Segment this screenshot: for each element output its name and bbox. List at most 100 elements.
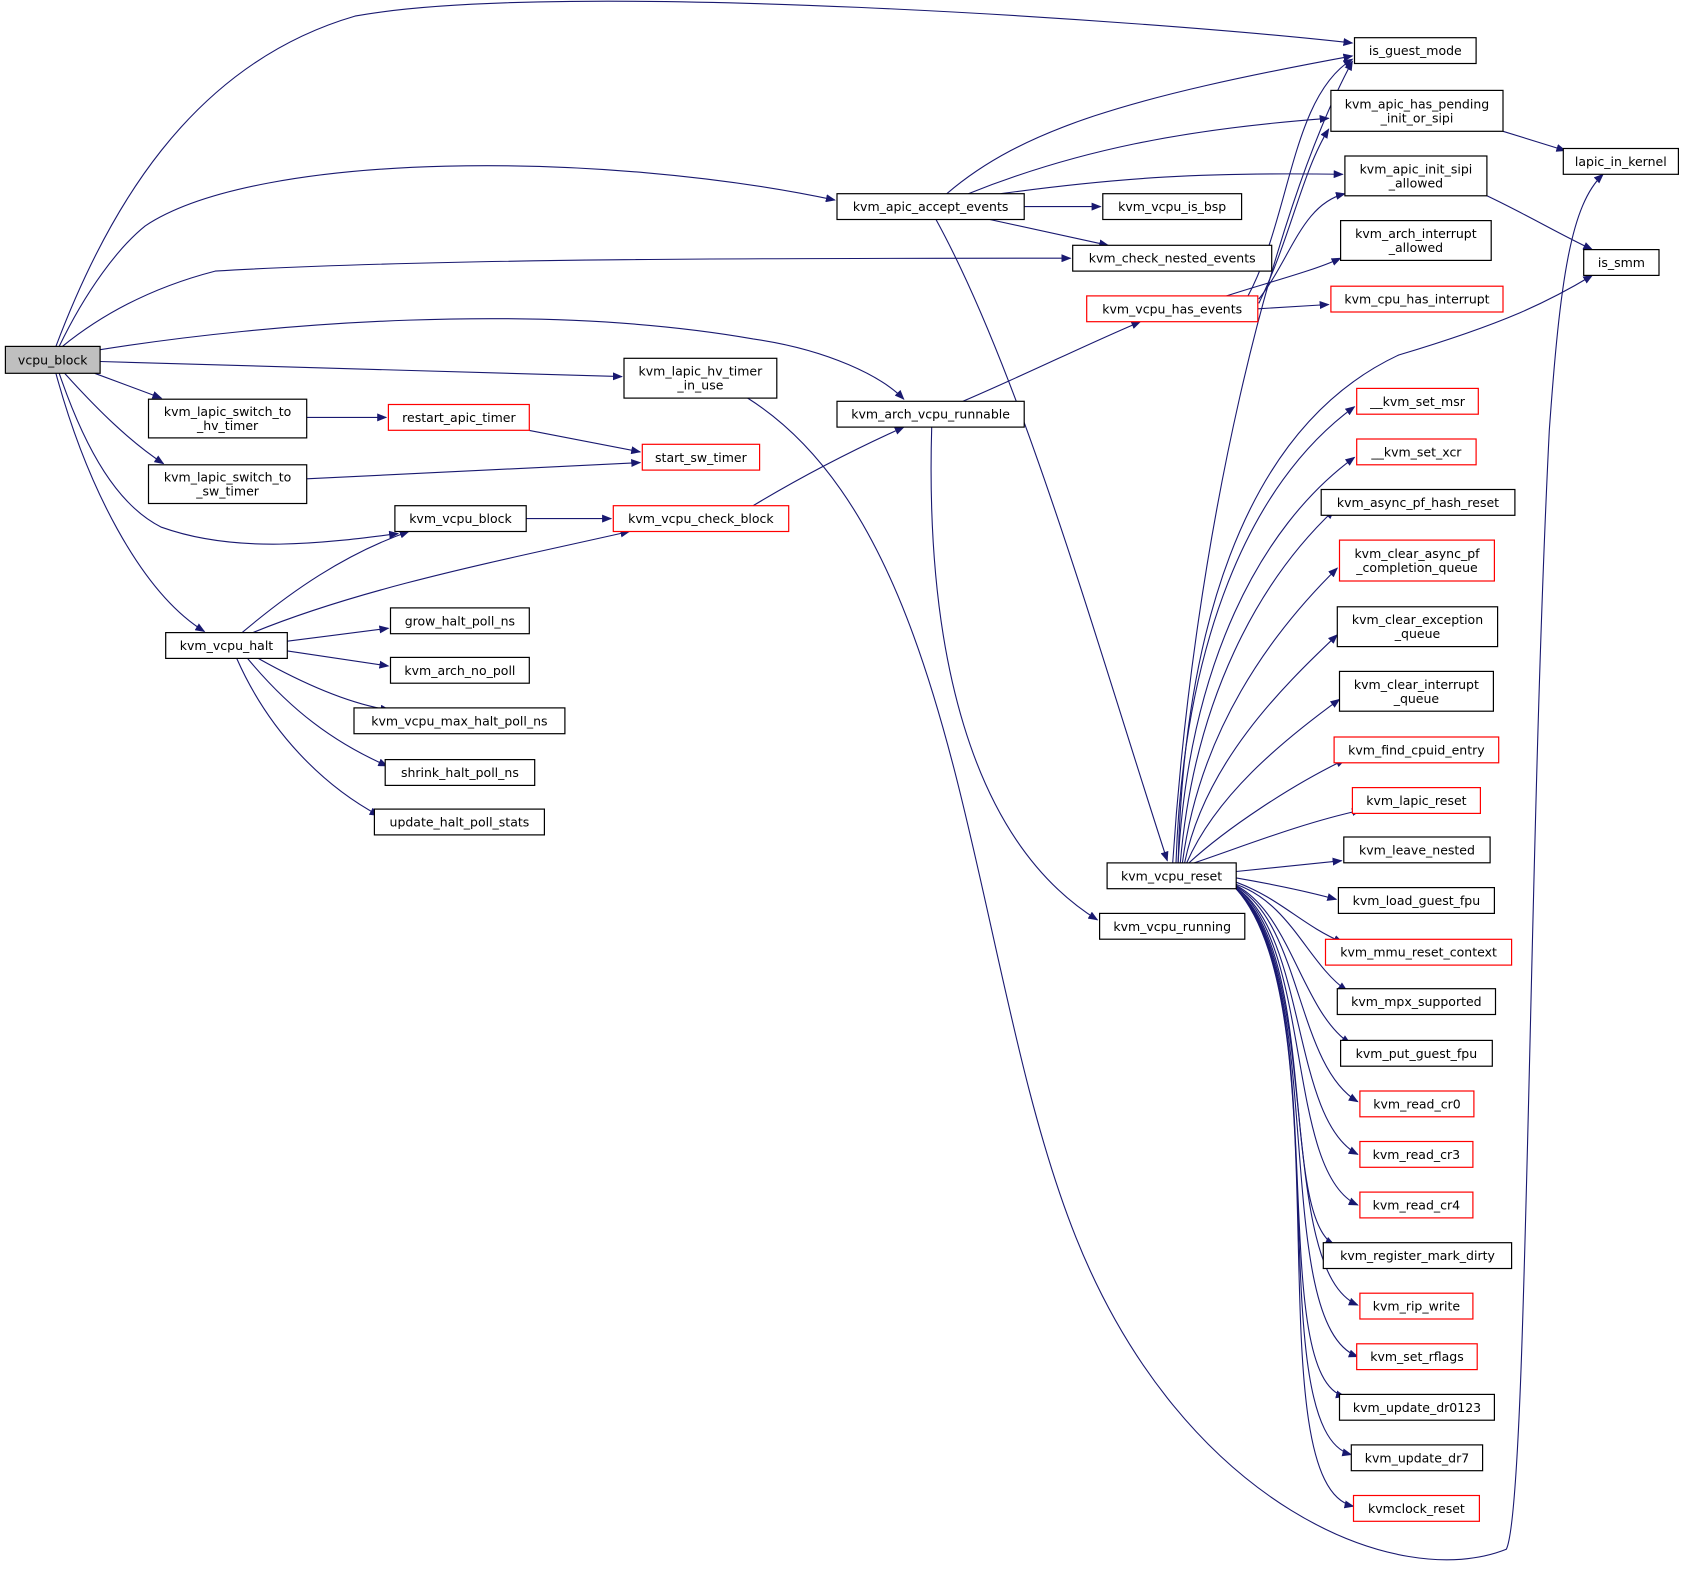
edge-kvm_apic_init_sipi_allowed-to-is_smm (1486, 195, 1594, 251)
edge-kvm_vcpu_reset-to-is_smm (1177, 274, 1594, 863)
node-kvm-read-cr4[interactable]: kvm_read_cr4 (1359, 1191, 1474, 1219)
edge-kvm_vcpu_reset-to-kvm_mpx_supported (1236, 883, 1348, 992)
node-box (1356, 387, 1479, 415)
edge-kvm_vcpu_halt-to-kvm_vcpu_max_halt_poll_ns (257, 657, 391, 713)
node-kvm-clear-interrupt-queue[interactable]: kvm_clear_interrupt_queue (1338, 670, 1494, 712)
node-kvm-vcpu-block[interactable]: kvm_vcpu_block (394, 505, 527, 533)
node-kvm-read-cr0[interactable]: kvm_read_cr0 (1359, 1090, 1475, 1118)
node-kvm-find-cpuid-entry[interactable]: kvm_find_cpuid_entry (1333, 736, 1500, 764)
node-start-sw-timer[interactable]: start_sw_timer (641, 443, 761, 471)
edge-kvm_vcpu_reset-to-kvm_clear_async_pf_completion_queue (1181, 567, 1339, 863)
node-kvm-apic-has-pending-init-or-sipi[interactable]: kvm_apic_has_pending_init_or_sipi (1330, 89, 1504, 132)
node-kvm-arch-vcpu-runnable[interactable]: kvm_arch_vcpu_runnable (836, 400, 1025, 428)
node-label: _completion_queue (1355, 560, 1478, 575)
node-vcpu-block[interactable]: vcpu_block (4, 345, 101, 374)
edge-kvm_vcpu_reset-to-kvm_load_guest_fpu (1236, 877, 1338, 901)
node-box (1324, 938, 1513, 966)
node-label: kvm_apic_accept_events (853, 199, 1009, 214)
node-label: kvm_async_pf_hash_reset (1337, 495, 1499, 510)
node-box (1336, 606, 1499, 648)
node-is-smm[interactable]: is_smm (1583, 249, 1660, 277)
node-kvm-read-cr3[interactable]: kvm_read_cr3 (1359, 1140, 1474, 1168)
node-kvm-arch-no-poll[interactable]: kvm_arch_no_poll (389, 656, 530, 684)
node-kvm-leave-nested[interactable]: kvm_leave_nested (1343, 836, 1491, 864)
node-box (1320, 488, 1516, 516)
edge-kvm_vcpu_halt-to-grow_halt_poll_ns (287, 625, 390, 642)
node-label: kvmclock_reset (1368, 1501, 1465, 1516)
edge-kvm_vcpu_reset-to-kvm_read_cr0 (1235, 886, 1359, 1103)
node-kvm-register-mark-dirty[interactable]: kvm_register_mark_dirty (1322, 1242, 1513, 1270)
node-label: kvm_find_cpuid_entry (1348, 742, 1485, 757)
edge-kvm_vcpu_halt-to-kvm_vcpu_block (241, 530, 410, 634)
node-box (836, 193, 1025, 221)
node-kvm-clear-async-pf-completion-queue[interactable]: kvm_clear_async_pf_completion_queue (1338, 539, 1495, 582)
node-label: kvm_lapic_switch_to (164, 470, 291, 485)
node-kvm-vcpu-is-bsp[interactable]: kvm_vcpu_is_bsp (1102, 193, 1243, 221)
node-kvm-set-rflags[interactable]: kvm_set_rflags (1356, 1343, 1478, 1371)
node-kvm-rip-write[interactable]: kvm_rip_write (1359, 1292, 1474, 1320)
node-kvm-update-dr0123[interactable]: kvm_update_dr0123 (1338, 1393, 1495, 1421)
node-restart-apic-timer[interactable]: restart_apic_timer (387, 403, 530, 431)
node-kvm-vcpu-has-events[interactable]: kvm_vcpu_has_events (1086, 295, 1259, 323)
node-kvm-vcpu-halt[interactable]: kvm_vcpu_halt (165, 631, 288, 659)
node-kvm-update-dr7[interactable]: kvm_update_dr7 (1350, 1444, 1484, 1472)
node-kvm-check-nested-events[interactable]: kvm_check_nested_events (1072, 244, 1273, 272)
node-label: kvm_cpu_has_interrupt (1344, 292, 1489, 307)
node-box (1359, 1090, 1475, 1118)
edge-kvm_vcpu_reset-to-kvm_rip_write (1235, 888, 1359, 1306)
node---kvm-set-xcr[interactable]: __kvm_set_xcr (1356, 438, 1477, 466)
node-kvm-lapic-hv-timer-in-use[interactable]: kvm_lapic_hv_timer_in_use (623, 357, 778, 399)
node-label: _hv_timer (196, 418, 259, 433)
node-kvm-lapic-switch-to-sw-timer[interactable]: kvm_lapic_switch_to_sw_timer (147, 464, 308, 505)
edge-vcpu_block-to-kvm_arch_vcpu_runnable (100, 318, 905, 400)
node-shrink-halt-poll-ns[interactable]: shrink_halt_poll_ns (384, 758, 536, 786)
node-kvm-cpu-has-interrupt[interactable]: kvm_cpu_has_interrupt (1330, 285, 1504, 313)
node-kvm-load-guest-fpu[interactable]: kvm_load_guest_fpu (1337, 886, 1496, 914)
node-grow-halt-poll-ns[interactable]: grow_halt_poll_ns (389, 607, 530, 635)
node-box (1102, 193, 1243, 221)
edge-kvm_arch_vcpu_runnable-to-kvm_vcpu_running (930, 427, 1099, 921)
node-box (1359, 1140, 1474, 1168)
node-box (623, 357, 778, 399)
edge-vcpu_block-to-kvm_lapic_hv_timer_in_use (100, 360, 623, 381)
node-kvm-clear-exception-queue[interactable]: kvm_clear_exception_queue (1336, 606, 1499, 648)
node-is-guest-mode[interactable]: is_guest_mode (1353, 37, 1477, 65)
node-kvm-mmu-reset-context[interactable]: kvm_mmu_reset_context (1324, 938, 1513, 966)
edge-kvm_vcpu_reset-to-kvm_mmu_reset_context (1236, 881, 1344, 944)
node-label: update_halt_poll_stats (390, 815, 530, 830)
node-kvm-apic-init-sipi-allowed[interactable]: kvm_apic_init_sipi_allowed (1344, 155, 1488, 197)
node-box (1359, 1292, 1474, 1320)
node-kvm-lapic-reset[interactable]: kvm_lapic_reset (1351, 786, 1482, 814)
edge-kvm_arch_vcpu_runnable-to-kvm_vcpu_has_events (962, 321, 1142, 402)
node-lapic-in-kernel[interactable]: lapic_in_kernel (1562, 147, 1680, 175)
node-kvm-put-guest-fpu[interactable]: kvm_put_guest_fpu (1339, 1039, 1493, 1067)
node---kvm-set-msr[interactable]: __kvm_set_msr (1356, 387, 1479, 415)
edge-kvm_vcpu_reset-to-__kvm_set_msr (1175, 406, 1356, 863)
edge-kvm_vcpu_reset-to-kvm_find_cpuid_entry (1188, 759, 1346, 864)
node-label: kvm_vcpu_max_halt_poll_ns (371, 713, 547, 728)
node-kvm-vcpu-check-block[interactable]: kvm_vcpu_check_block (612, 505, 790, 533)
node-box (1356, 1343, 1478, 1371)
node-label: kvm_vcpu_block (409, 511, 512, 526)
node-kvmclock-reset[interactable]: kvmclock_reset (1352, 1494, 1481, 1522)
node-label: restart_apic_timer (402, 410, 516, 425)
node-label: _allowed (1388, 240, 1443, 255)
edge-kvm_vcpu_reset-to-kvm_set_rflags (1235, 888, 1359, 1358)
node-kvm-vcpu-reset[interactable]: kvm_vcpu_reset (1106, 862, 1237, 890)
node-kvm-apic-accept-events[interactable]: kvm_apic_accept_events (836, 193, 1025, 221)
node-label: kvm_lapic_hv_timer (639, 364, 764, 379)
node-kvm-arch-interrupt-allowed[interactable]: kvm_arch_interrupt_allowed (1339, 220, 1492, 262)
edge-kvm_vcpu_halt-to-kvm_arch_no_poll (287, 650, 390, 669)
node-kvm-lapic-switch-to-hv-timer[interactable]: kvm_lapic_switch_to_hv_timer (147, 398, 308, 439)
node-kvm-vcpu-max-halt-poll-ns[interactable]: kvm_vcpu_max_halt_poll_ns (353, 707, 566, 735)
edge-kvm_vcpu_reset-to-kvm_read_cr4 (1235, 887, 1359, 1206)
node-update-halt-poll-stats[interactable]: update_halt_poll_stats (373, 808, 545, 836)
edge-vcpu_block-to-kvm_apic_accept_events (58, 165, 836, 347)
edge-kvm_vcpu_reset-to-kvm_async_pf_hash_reset (1179, 509, 1335, 863)
node-kvm-mpx-supported[interactable]: kvm_mpx_supported (1336, 988, 1497, 1016)
node-label: _allowed (1388, 175, 1443, 190)
node-kvm-async-pf-hash-reset[interactable]: kvm_async_pf_hash_reset (1320, 488, 1516, 516)
node-box (1336, 988, 1497, 1016)
node-box (1330, 285, 1504, 313)
node-kvm-vcpu-running[interactable]: kvm_vcpu_running (1098, 912, 1246, 940)
